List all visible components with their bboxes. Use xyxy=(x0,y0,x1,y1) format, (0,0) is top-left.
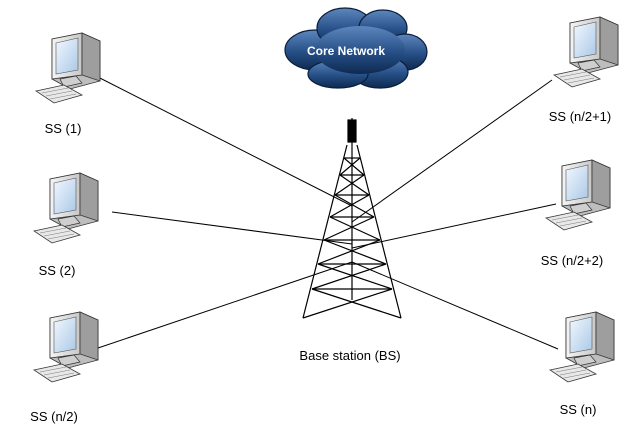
link-ss-n-2 xyxy=(97,261,353,349)
station-ss-n-2-plus-1: SS (n/2+1) xyxy=(549,16,619,124)
station-ss-n: SS (n) xyxy=(549,311,615,417)
base-station-label: Base station (BS) xyxy=(299,348,400,363)
station-ss-1: SS (1) xyxy=(35,32,101,136)
computer-icon xyxy=(545,159,611,231)
station-ss-2: SS (2) xyxy=(33,172,99,278)
link-ss-n-2-plus-2 xyxy=(351,203,557,249)
station-label: SS (n) xyxy=(560,402,597,417)
link-ss-n-2-plus-1 xyxy=(351,79,553,223)
station-label: SS (n/2) xyxy=(30,409,78,424)
station-label: SS (n/2+1) xyxy=(549,109,612,124)
link-ss-n xyxy=(351,261,559,350)
core-network-cloud: Core Network xyxy=(284,7,428,89)
tower-icon xyxy=(302,118,402,319)
station-label: SS (2) xyxy=(39,263,76,278)
station-ss-n-2: SS (n/2) xyxy=(30,311,99,424)
station-ss-n-2-plus-2: SS (n/2+2) xyxy=(541,159,611,268)
cloud-label: Core Network xyxy=(307,44,385,58)
computer-icon xyxy=(549,311,615,383)
link-ss-2 xyxy=(111,211,353,245)
station-label: SS (n/2+2) xyxy=(541,253,604,268)
computer-icon xyxy=(35,32,101,104)
link-ss-1 xyxy=(89,72,353,207)
station-label: SS (1) xyxy=(45,121,82,136)
computer-icon xyxy=(33,311,99,383)
connection-lines xyxy=(89,72,559,350)
computer-icon xyxy=(553,16,619,88)
computer-icon xyxy=(33,172,99,244)
